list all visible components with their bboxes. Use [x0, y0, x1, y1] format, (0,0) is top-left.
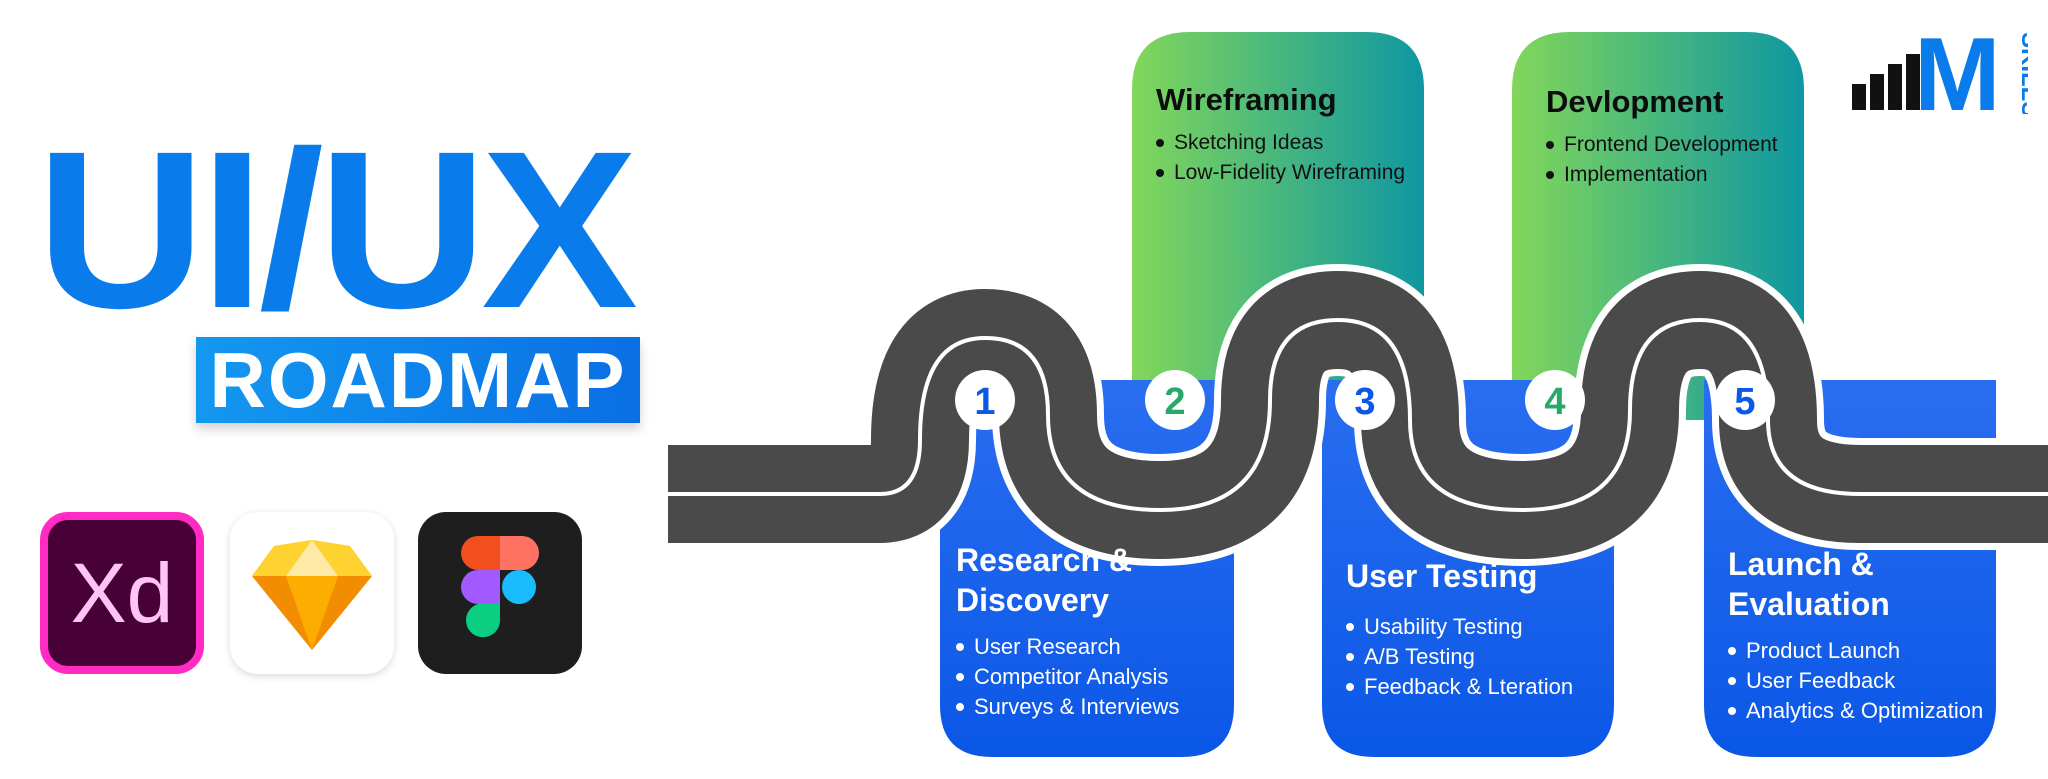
step-marker-4: 4	[1525, 370, 1585, 430]
sketch-diamond-icon	[252, 540, 372, 650]
step-number: 5	[1734, 381, 1755, 423]
list-item: Analytics & Optimization	[1728, 696, 1983, 726]
step-2-content: Wireframing Sketching Ideas Low-Fidelity…	[1156, 80, 1405, 188]
step-1-content: Research &Discovery User Research Compet…	[956, 540, 1179, 722]
road-center-line	[668, 317, 2048, 513]
step-heading: Devlopment	[1546, 84, 1724, 119]
sketch-icon	[230, 512, 394, 674]
step-heading: Launch &Evaluation	[1728, 546, 1890, 622]
roadmap-badge: ROADMAP	[196, 335, 640, 424]
list-item: Usability Testing	[1346, 612, 1573, 642]
list-item: A/B Testing	[1346, 642, 1573, 672]
adobe-xd-icon: Xd	[40, 512, 204, 674]
list-item: User Research	[956, 632, 1179, 662]
step-number: 2	[1164, 381, 1185, 423]
list-item: Product Launch	[1728, 636, 1983, 666]
adobe-xd-label: Xd	[70, 545, 174, 640]
list-item: Competitor Analysis	[956, 662, 1179, 692]
step-heading: Wireframing	[1156, 82, 1337, 117]
page-title: UI/UX	[36, 105, 638, 355]
list-item: Feedback & Lteration	[1346, 672, 1573, 702]
step-heading: User Testing	[1346, 558, 1538, 594]
step-number: 1	[974, 381, 995, 423]
step-marker-5: 5	[1715, 370, 1775, 430]
list-item: Implementation	[1546, 160, 1778, 190]
step-marker-1: 1	[955, 370, 1015, 430]
list-item: User Feedback	[1728, 666, 1983, 696]
figma-shapes-icon	[461, 536, 539, 638]
step-heading: Research &Discovery	[956, 542, 1133, 618]
step-4-content: Devlopment Frontend Development Implemen…	[1546, 82, 1778, 190]
list-item: Sketching Ideas	[1156, 128, 1405, 158]
list-item: Surveys & Interviews	[956, 692, 1179, 722]
list-item: Low-Fidelity Wireframing	[1156, 158, 1405, 188]
brand-word: SKILLS	[2016, 32, 2028, 114]
step-5-content: Launch &Evaluation Product Launch User F…	[1728, 544, 1983, 726]
list-item: Frontend Development	[1546, 130, 1778, 160]
step-number: 3	[1354, 381, 1375, 423]
step-number: 4	[1544, 381, 1565, 423]
figma-icon	[418, 512, 582, 674]
roadmap-badge-label: ROADMAP	[209, 335, 627, 424]
step-marker-3: 3	[1335, 370, 1395, 430]
step-3-content: User Testing Usability Testing A/B Testi…	[1346, 556, 1573, 702]
brand-letter: M	[1914, 24, 2001, 114]
brand-logo: M SKILLS	[1852, 24, 2028, 114]
step-marker-2: 2	[1145, 370, 1205, 430]
